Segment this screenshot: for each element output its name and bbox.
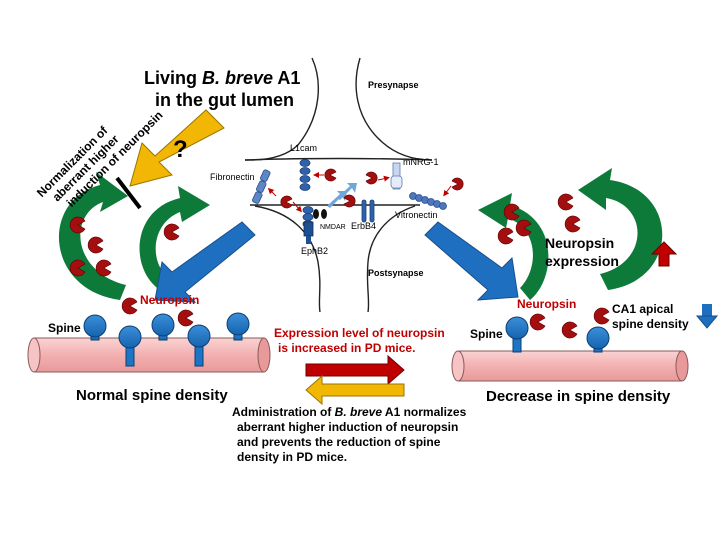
protein-nmdar xyxy=(313,209,327,219)
postsynaptic-terminal xyxy=(250,204,420,313)
spine-density-down-arrow xyxy=(695,304,719,329)
left-spines xyxy=(83,312,250,367)
protein-l1cam xyxy=(299,159,311,191)
administration-text: Administration of B. breve A1 normalizes… xyxy=(232,405,467,464)
protein-erbb4 xyxy=(361,199,375,223)
synapse-neuropsin-molecules xyxy=(280,168,464,209)
left-spine-label: Spine xyxy=(48,321,81,335)
right-spines xyxy=(505,316,610,353)
ca1-spine-density-label: CA1 apical spine density xyxy=(612,302,689,331)
expression-increase-text: Expression level of neuropsin is increas… xyxy=(274,326,445,355)
protein-vitronectin xyxy=(409,192,447,210)
erbb4-label: ErbB4 xyxy=(351,221,377,231)
ephb2-label: EphB2 xyxy=(301,246,329,256)
presynaptic-terminal xyxy=(244,57,433,161)
question-mark: ? xyxy=(173,136,188,163)
right-neuropsin-label: Neuropsin xyxy=(517,297,577,311)
synapse-interaction-arrows xyxy=(267,172,452,213)
blue-arrow-left xyxy=(154,221,256,303)
protein-ephb2 xyxy=(303,221,314,244)
right-green-arrows xyxy=(478,168,663,300)
right-dendrite xyxy=(451,350,689,382)
left-neuropsin-label: Neuropsin xyxy=(140,293,200,307)
right-neuropsin-molecules xyxy=(497,193,610,339)
mnrg1-label: mNRG-1 xyxy=(403,157,439,167)
title-line2: in the gut lumen xyxy=(155,90,294,110)
left-dendrite xyxy=(27,337,271,373)
right-spine-label: Spine xyxy=(470,327,503,341)
protein-small-blue-arrows xyxy=(327,183,357,208)
bbreve-action-arrow xyxy=(129,109,225,187)
blue-arrow-right xyxy=(424,221,519,301)
left-neuropsin-molecules xyxy=(69,216,194,327)
presynapse-label: Presynapse xyxy=(368,80,419,90)
nmdar-label: NMDAR xyxy=(320,224,346,231)
left-caption: Normal spine density xyxy=(76,387,228,404)
neuropsin-expression-label: Neuropsin expression xyxy=(545,235,619,269)
expression-up-arrow xyxy=(650,241,678,267)
title-line1: Living B. breve A1 xyxy=(144,68,301,88)
fibronectin-label: Fibronectin xyxy=(210,172,255,182)
protein-mnrg1 xyxy=(390,162,403,190)
l1cam-label: L1cam xyxy=(290,143,318,153)
postsynapse-label: Postsynapse xyxy=(368,268,424,278)
vitronectin-label: Vitronectin xyxy=(395,210,438,220)
right-caption: Decrease in spine density xyxy=(486,388,671,405)
gold-left-arrow xyxy=(305,374,405,406)
protein-fibronectin xyxy=(252,169,271,204)
red-right-arrow xyxy=(305,354,405,386)
inhibition-bar xyxy=(115,176,142,210)
